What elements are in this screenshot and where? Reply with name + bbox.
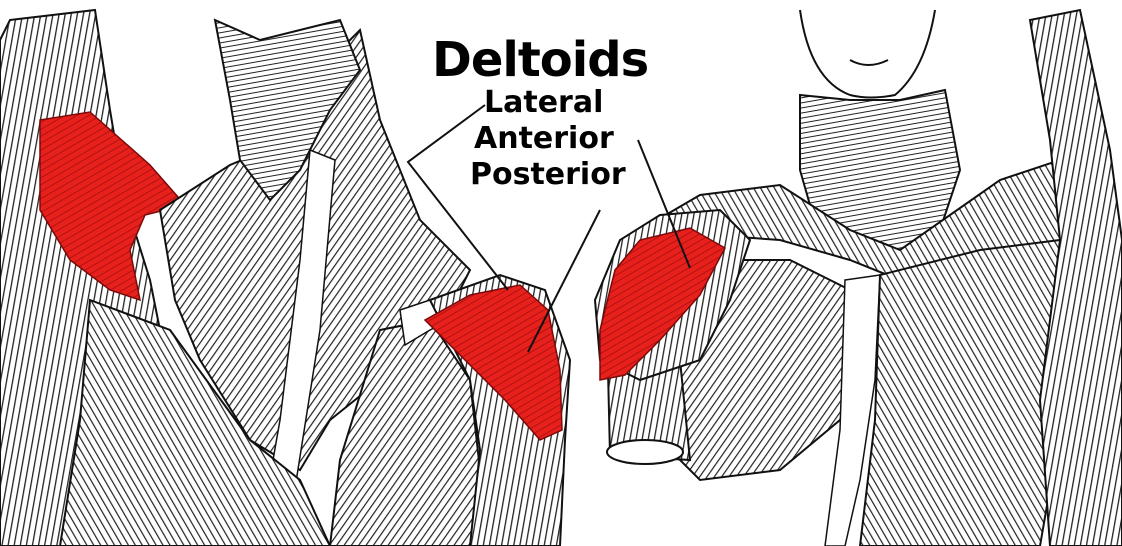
posterior-pointer: [528, 210, 600, 352]
label-lateral: Lateral: [484, 88, 603, 118]
mouth: [850, 60, 888, 65]
arm-stump-cut: [607, 440, 683, 464]
face-outline: [800, 10, 935, 98]
front-view-figure: [595, 10, 1122, 546]
label-posterior: Posterior: [470, 160, 626, 190]
label-anterior: Anterior: [474, 124, 614, 154]
diagram-title: Deltoids: [432, 36, 648, 84]
